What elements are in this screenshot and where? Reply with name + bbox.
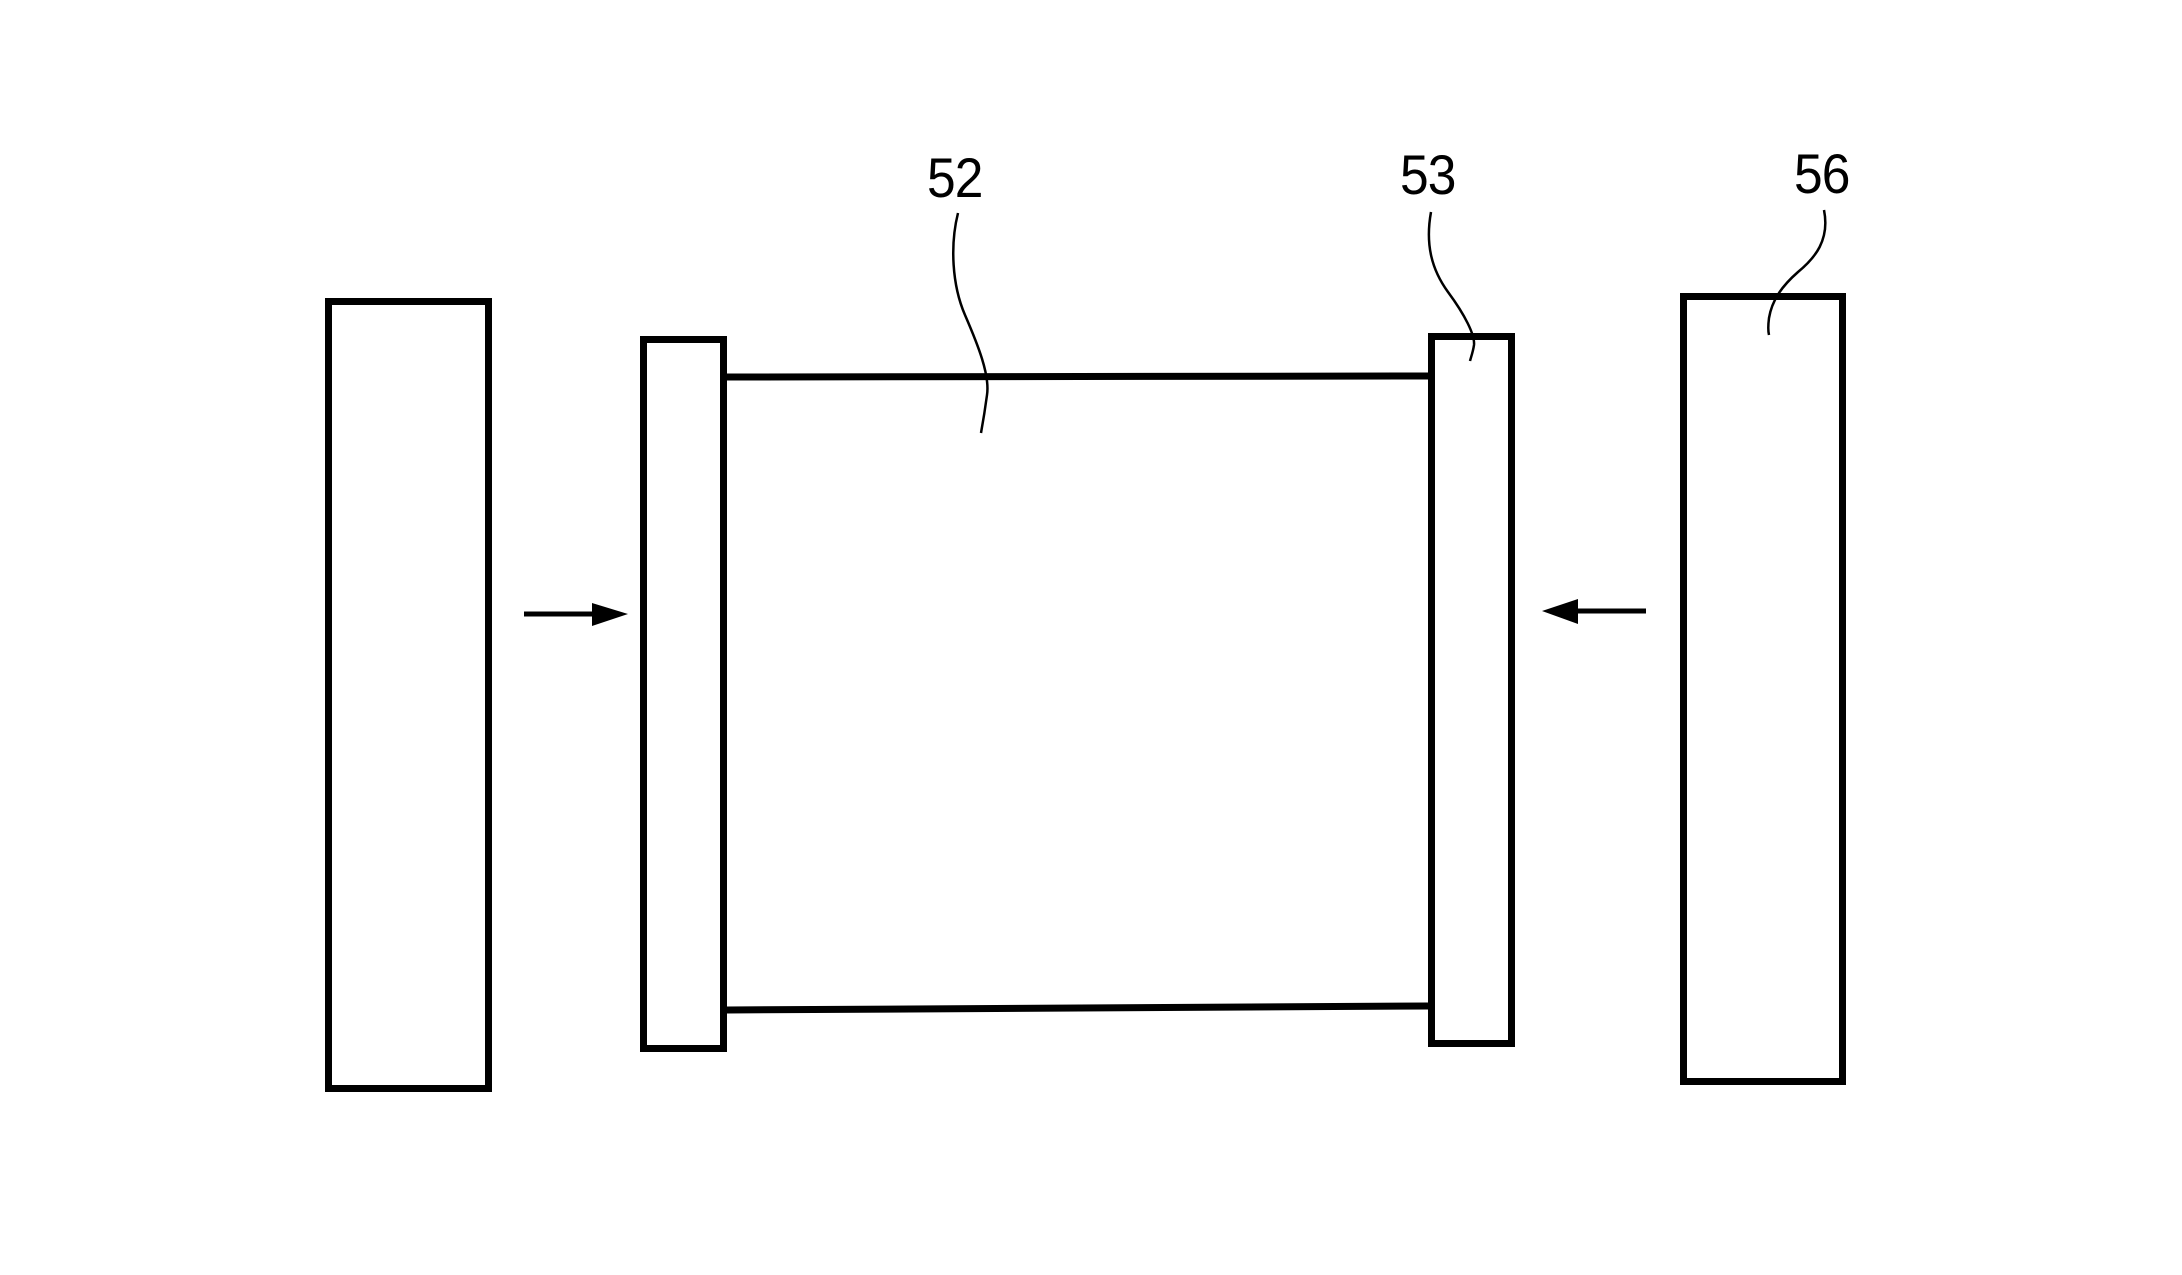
right-frame — [1680, 293, 1846, 1085]
label-56: 56 — [1794, 142, 1850, 205]
left-plate — [640, 336, 727, 1052]
right-pointing-arrow-icon — [524, 603, 628, 626]
right-plate — [1428, 333, 1515, 1047]
leader-line-53 — [1427, 211, 1476, 362]
center-body-bottom-line — [726, 1002, 1429, 1014]
label-53: 53 — [1400, 143, 1456, 206]
center-body-top-line — [726, 372, 1429, 381]
left-pointing-arrow-icon — [1542, 599, 1646, 624]
left-frame — [325, 298, 492, 1092]
leader-line-52 — [952, 212, 989, 434]
label-52: 52 — [927, 146, 983, 209]
leader-line-56 — [1767, 209, 1827, 336]
